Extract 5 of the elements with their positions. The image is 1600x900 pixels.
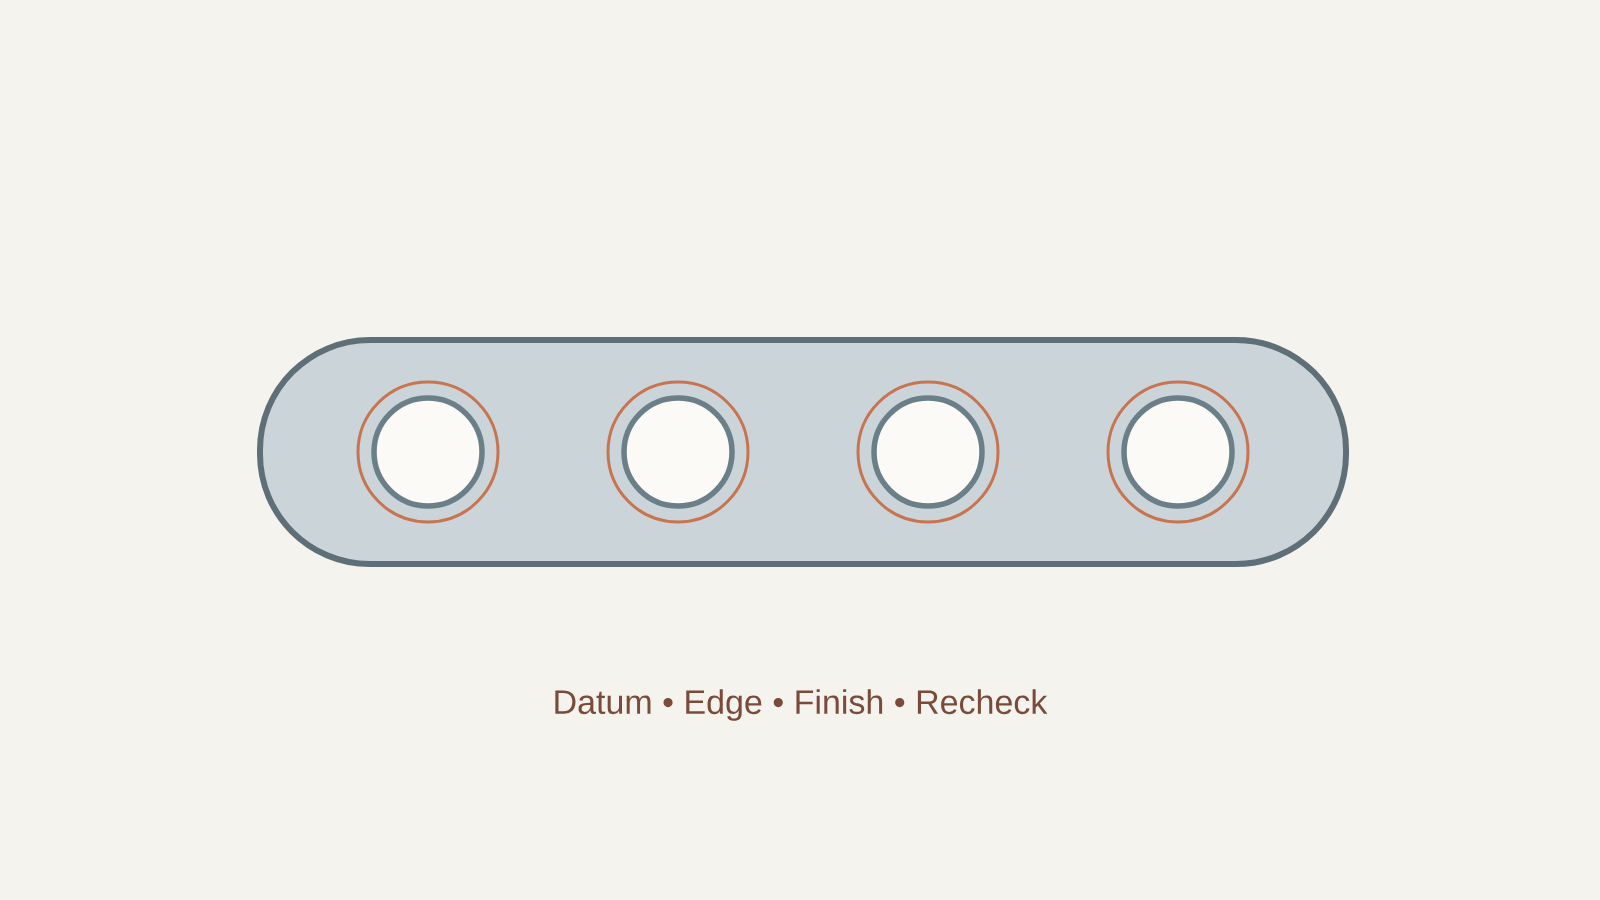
caption: Datum • Edge • Finish • Recheck bbox=[555, 689, 1048, 721]
hole-drawing bbox=[856, 380, 1000, 524]
hole-drawing bbox=[1106, 380, 1250, 524]
hole-drawing bbox=[606, 380, 750, 524]
hole-drawing bbox=[356, 380, 500, 524]
